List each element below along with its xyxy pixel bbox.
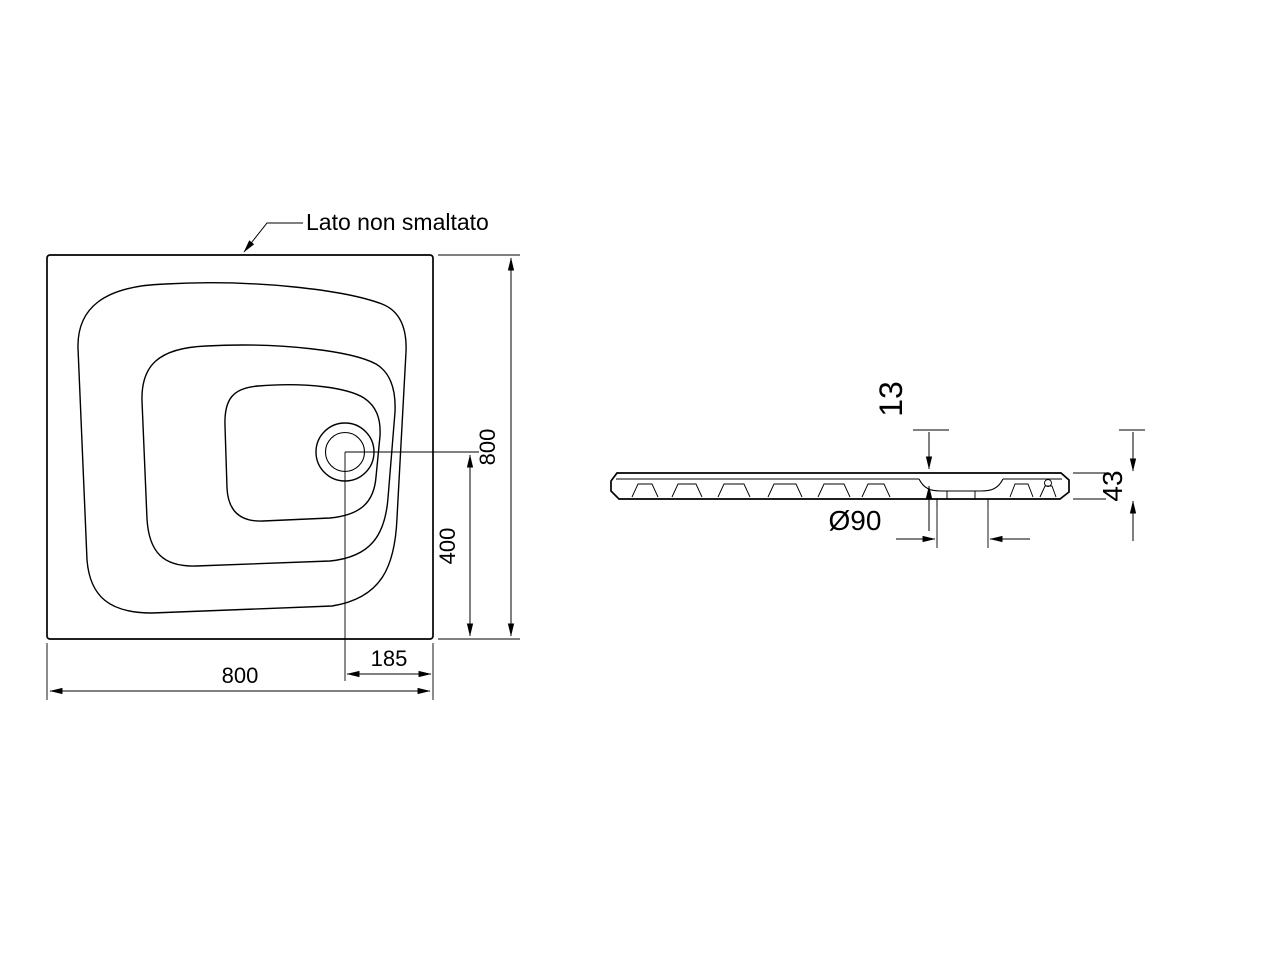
annotation-leader: Lato non smaltato <box>243 209 489 253</box>
drain-inner-circle <box>324 431 366 473</box>
tray-contour-inner <box>224 384 381 522</box>
dimension-drain-185: 185 <box>346 646 432 678</box>
dimension-edge-height-43: 43 <box>1073 429 1145 541</box>
dimension-width-800: 800 <box>46 643 434 700</box>
profile-ribs <box>631 479 1057 506</box>
dimension-label-drain-y: 400 <box>435 528 460 565</box>
tray-outline <box>46 254 434 640</box>
rib <box>717 483 751 498</box>
profile-outline <box>610 472 1070 500</box>
section-view: 13 43 Ø90 <box>610 381 1145 548</box>
dimension-label-width: 800 <box>222 663 259 688</box>
dimension-height-800: 800 <box>438 254 520 640</box>
leader-line <box>243 222 303 253</box>
rib <box>671 483 703 498</box>
dimension-label-drain-x: 185 <box>371 646 408 671</box>
profile-drain-recess <box>918 478 1004 492</box>
rib <box>817 483 851 498</box>
dimension-label-thickness: 13 <box>873 381 909 417</box>
dimension-drain-400: 400 <box>435 454 474 637</box>
dimension-drain-diameter-90: Ø90 <box>829 505 1030 548</box>
tray-contour-middle <box>141 344 396 567</box>
annotation-label: Lato non smaltato <box>306 209 489 235</box>
tray-contour-outer <box>77 282 407 614</box>
dimension-thickness-13: 13 <box>873 381 949 531</box>
rib <box>1039 485 1057 498</box>
dimension-label-edge-height: 43 <box>1097 470 1128 501</box>
dimension-label-height: 800 <box>475 429 500 466</box>
drain <box>315 422 375 482</box>
profile-detail-circle <box>1044 479 1052 487</box>
rib <box>861 483 891 498</box>
dimension-label-drain-diameter: Ø90 <box>829 505 882 536</box>
rib <box>631 483 659 498</box>
drain-outer-circle <box>315 422 375 482</box>
rib <box>1009 483 1034 498</box>
rib <box>767 483 803 498</box>
top-view: Lato non smaltato 800 400 800 185 <box>46 209 520 700</box>
